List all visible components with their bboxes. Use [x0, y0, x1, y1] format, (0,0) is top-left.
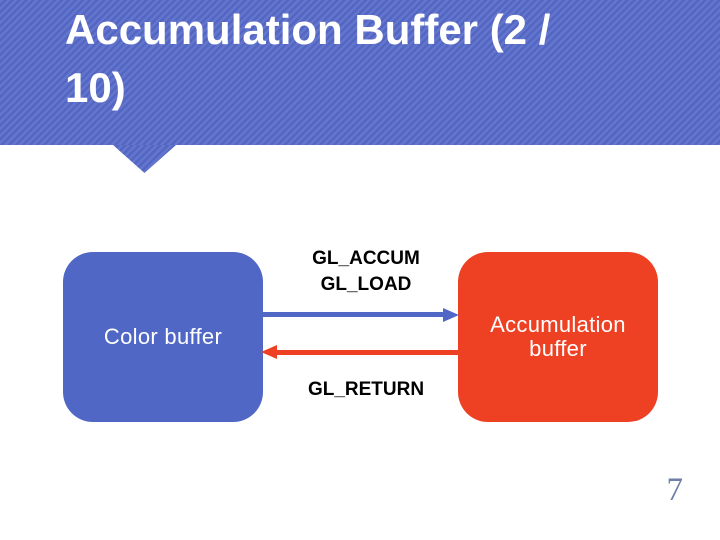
accum-arrow-line — [262, 312, 444, 317]
bottom-arrow-label: GL_RETURN — [291, 377, 441, 403]
banner-pointer-triangle — [113, 145, 176, 173]
accum-arrow-head-right-icon — [443, 308, 459, 322]
top-arrow-labels: GL_ACCUM GL_LOAD — [291, 246, 441, 298]
gl-return-label: GL_RETURN — [307, 379, 425, 400]
accumulation-buffer-label: Accumulation buffer — [490, 312, 626, 361]
color-buffer-label: Color buffer — [103, 324, 223, 349]
return-arrow-head-left-icon — [261, 345, 277, 359]
title-banner: Accumulation Buffer (2 / 10) — [0, 0, 720, 145]
return-arrow-line — [274, 350, 458, 355]
accumulation-buffer-box: Accumulation buffer — [458, 252, 658, 422]
color-buffer-box: Color buffer — [63, 252, 263, 422]
page-number: 7 — [666, 472, 684, 508]
gl-accum-label: GL_ACCUM — [312, 248, 420, 269]
slide-title: Accumulation Buffer (2 / 10) — [65, 6, 551, 111]
gl-load-label: GL_LOAD — [320, 274, 412, 295]
